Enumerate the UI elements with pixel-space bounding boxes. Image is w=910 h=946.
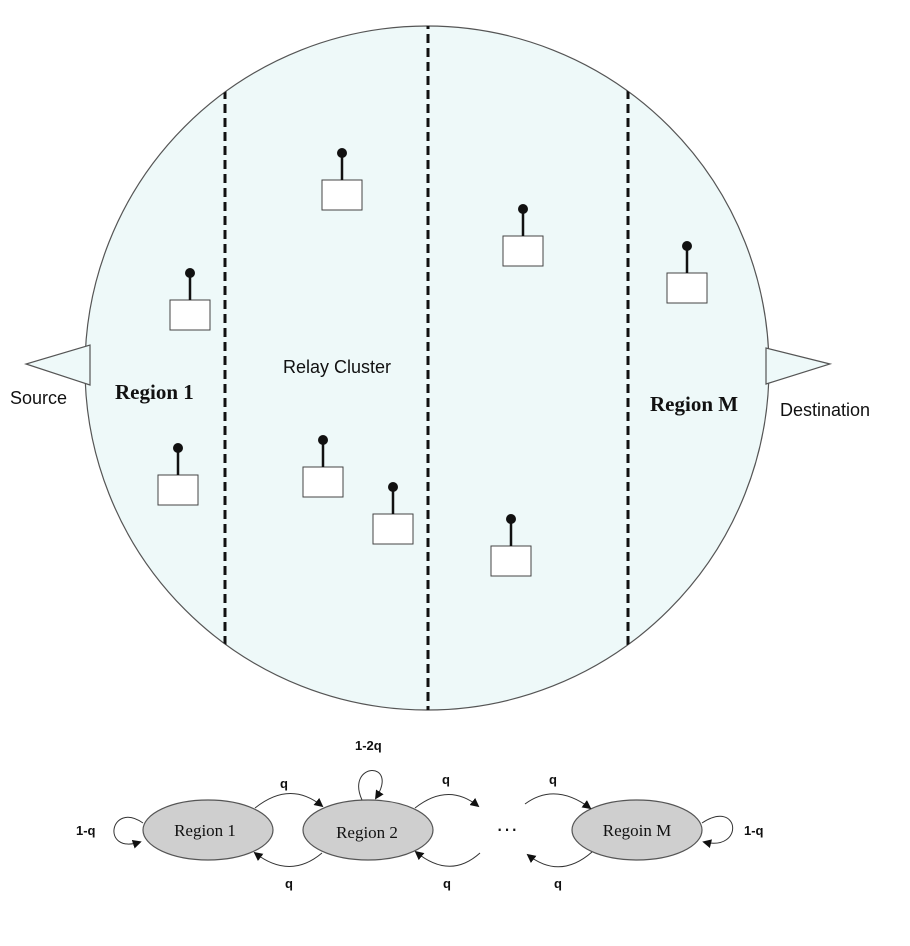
state-region-1 <box>142 799 274 861</box>
relay-node-icon <box>372 482 414 545</box>
source-antenna-icon <box>23 344 91 386</box>
relay-node-icon <box>502 204 544 267</box>
self-loop-region-m <box>701 815 734 849</box>
region-1-label: Region 1 <box>115 380 194 404</box>
self-loop-r2-label: 1-2q <box>355 738 382 753</box>
relay-node-icon <box>321 148 363 211</box>
arrow-r2-to-r1 <box>253 851 323 867</box>
q-label-rm-prev: q <box>554 876 562 891</box>
relay-node-icon <box>490 514 532 577</box>
relay-node-icon <box>302 435 344 498</box>
network-area-circle <box>84 25 770 711</box>
relay-cluster-label: Relay Cluster <box>283 357 391 377</box>
state-region-2-label: Region 2 <box>336 823 398 842</box>
q-label-r2-r1: q <box>285 876 293 891</box>
relay-node-icon <box>157 443 199 506</box>
arrow-prev-to-rm <box>524 793 592 810</box>
q-label-r2-next: q <box>442 772 450 787</box>
destination-label: Destination <box>780 400 870 420</box>
arrow-rm-to-prev <box>526 851 593 868</box>
relay-node-icon <box>666 241 708 304</box>
region-boundaries <box>223 26 630 710</box>
arrow-r1-to-r2 <box>254 793 324 809</box>
state-region-m <box>571 799 703 861</box>
relay-node-icon <box>169 268 211 331</box>
state-region-m-label: Regoin M <box>603 821 671 840</box>
self-loop-region-2 <box>358 770 384 801</box>
arrow-r2-to-next <box>414 794 480 809</box>
arrow-next-to-r2 <box>414 850 481 867</box>
source-label: Source <box>10 388 67 408</box>
q-label-prev-rm: q <box>549 772 557 787</box>
self-loop-region-1 <box>113 816 144 849</box>
state-region-2 <box>302 799 434 861</box>
self-loop-rm-label: 1-q <box>744 823 764 838</box>
chain-ellipsis: ··· <box>496 816 518 841</box>
self-loop-r1-label: 1-q <box>76 823 96 838</box>
state-region-1-label: Region 1 <box>174 821 236 840</box>
markov-chain: Region 1 Region 2 Regoin M q q q q q q 1… <box>76 738 764 891</box>
q-label-next-r2: q <box>443 876 451 891</box>
destination-antenna-icon <box>765 347 833 385</box>
relay-nodes <box>157 148 708 577</box>
q-label-r1-r2: q <box>280 776 288 791</box>
region-m-label: Region M <box>650 392 738 416</box>
